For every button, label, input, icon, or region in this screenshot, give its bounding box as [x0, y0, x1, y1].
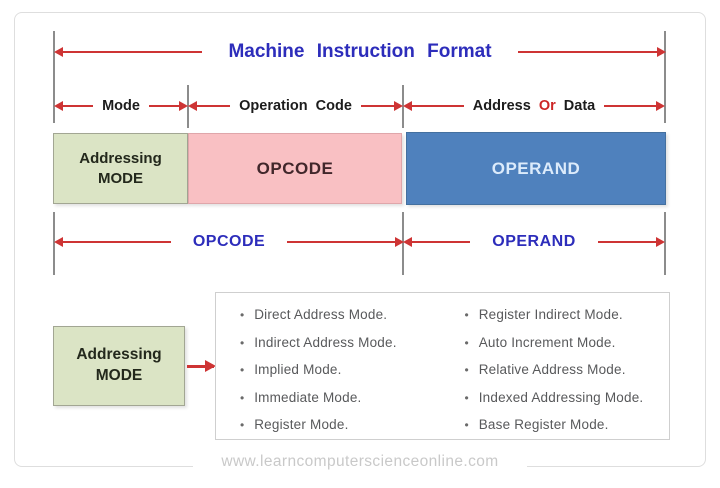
addressing-mode-box: Addressing MODE [53, 326, 185, 406]
operand-box-label: OPERAND [491, 158, 581, 178]
address-word: Address [472, 98, 531, 114]
list-item: • Auto Increment Mode. [465, 335, 670, 350]
mode-label: Relative Address Mode. [478, 362, 626, 377]
or-word: Or [538, 98, 556, 114]
left-arrow-icon [53, 101, 94, 111]
bullet-icon: • [240, 418, 245, 432]
mode-field-label: Mode [102, 98, 140, 114]
data-word: Data [563, 98, 596, 114]
list-item: • Relative Address Mode. [465, 362, 670, 377]
diagram-title: Machine Instruction Format [228, 41, 492, 62]
bullet-icon: • [240, 390, 245, 405]
operand-field-box: OPERAND [406, 132, 666, 205]
title-dimension-row: Machine Instruction Format [53, 39, 667, 65]
operand-lower-dimension-segment: OPERAND [402, 230, 666, 254]
left-arrow-icon [402, 237, 471, 247]
operation-code-dimension-segment: Operation Code [187, 94, 404, 118]
opcode-lower-dimension-segment: OPCODE [54, 230, 404, 254]
list-item: • Implied Mode. [240, 362, 443, 377]
opcode-lower-label: OPCODE [192, 233, 266, 250]
mode-label: Register Indirect Mode. [478, 307, 623, 322]
watermark-url: www.learncomputerscienceonline.com [193, 450, 527, 474]
bullet-icon: • [464, 418, 469, 432]
right-arrow-icon [597, 237, 666, 247]
mode-dimension-segment: Mode [53, 94, 189, 118]
bullet-icon: • [464, 308, 469, 322]
mode-label: Direct Address Mode. [254, 307, 388, 322]
opcode-box-label: OPCODE [256, 158, 334, 178]
addressing-mode-label-line2: MODE [95, 367, 143, 384]
dimension-tick-left-lower [53, 212, 55, 275]
mode-label: Base Register Mode. [478, 417, 609, 432]
right-arrow-icon [604, 101, 665, 111]
address-or-data-field-label: Address Or Data [473, 98, 595, 114]
addressing-mode-label-line1: Addressing [76, 346, 162, 364]
operation-code-field-label: Operation Code [239, 98, 352, 114]
list-item: • Indirect Address Mode. [240, 335, 443, 350]
bullet-icon: • [464, 335, 469, 350]
addressing-mode-box-label-line2: MODE [98, 169, 143, 187]
bullet-icon: • [240, 308, 245, 322]
right-arrow-icon [360, 101, 404, 111]
opcode-field-box: OPCODE [188, 133, 402, 204]
list-item: • Register Indirect Mode. [465, 307, 670, 322]
right-arrow-icon [517, 47, 667, 57]
right-arrow-icon [148, 101, 189, 111]
bullet-icon: • [464, 390, 469, 405]
addressing-mode-field-box: Addressing MODE [53, 133, 188, 204]
list-item: • Register Mode. [240, 417, 443, 432]
address-data-dimension-segment: Address Or Data [403, 94, 665, 118]
list-item: • Direct Address Mode. [240, 307, 443, 322]
mode-label: Implied Mode. [254, 362, 342, 377]
left-arrow-icon [53, 47, 203, 57]
addressing-modes-right-column: • Register Indirect Mode. • Auto Increment … [443, 307, 670, 445]
operand-lower-label: OPERAND [492, 233, 576, 250]
mode-label: Indirect Address Mode. [254, 334, 397, 350]
mode-label: Register Mode. [254, 417, 349, 432]
bullet-icon: • [240, 363, 245, 377]
addressing-mode-box-label-line1: Addressing [79, 150, 162, 167]
left-arrow-icon [403, 101, 464, 111]
list-item: • Immediate Mode. [240, 390, 443, 405]
pointer-arrow-icon [187, 360, 216, 372]
left-arrow-icon [54, 237, 171, 247]
bullet-icon: • [464, 363, 469, 377]
list-item: • Base Register Mode. [465, 417, 670, 432]
addressing-modes-list-box: • Direct Address Mode. • Indirect Address M… [215, 292, 670, 440]
right-arrow-icon [287, 237, 404, 247]
mode-label: Immediate Mode. [254, 389, 362, 405]
mode-label: Indexed Addressing Mode. [478, 389, 644, 405]
footer: www.learncomputerscienceonline.com [0, 450, 720, 476]
mode-label: Auto Increment Mode. [478, 334, 616, 350]
bullet-icon: • [240, 335, 245, 350]
dimension-tick-left-top [53, 31, 55, 123]
dimension-tick-right-top [664, 31, 666, 123]
addressing-modes-left-column: • Direct Address Mode. • Indirect Address M… [216, 307, 443, 445]
list-item: • Indexed Addressing Mode. [465, 390, 670, 405]
left-arrow-icon [187, 101, 231, 111]
